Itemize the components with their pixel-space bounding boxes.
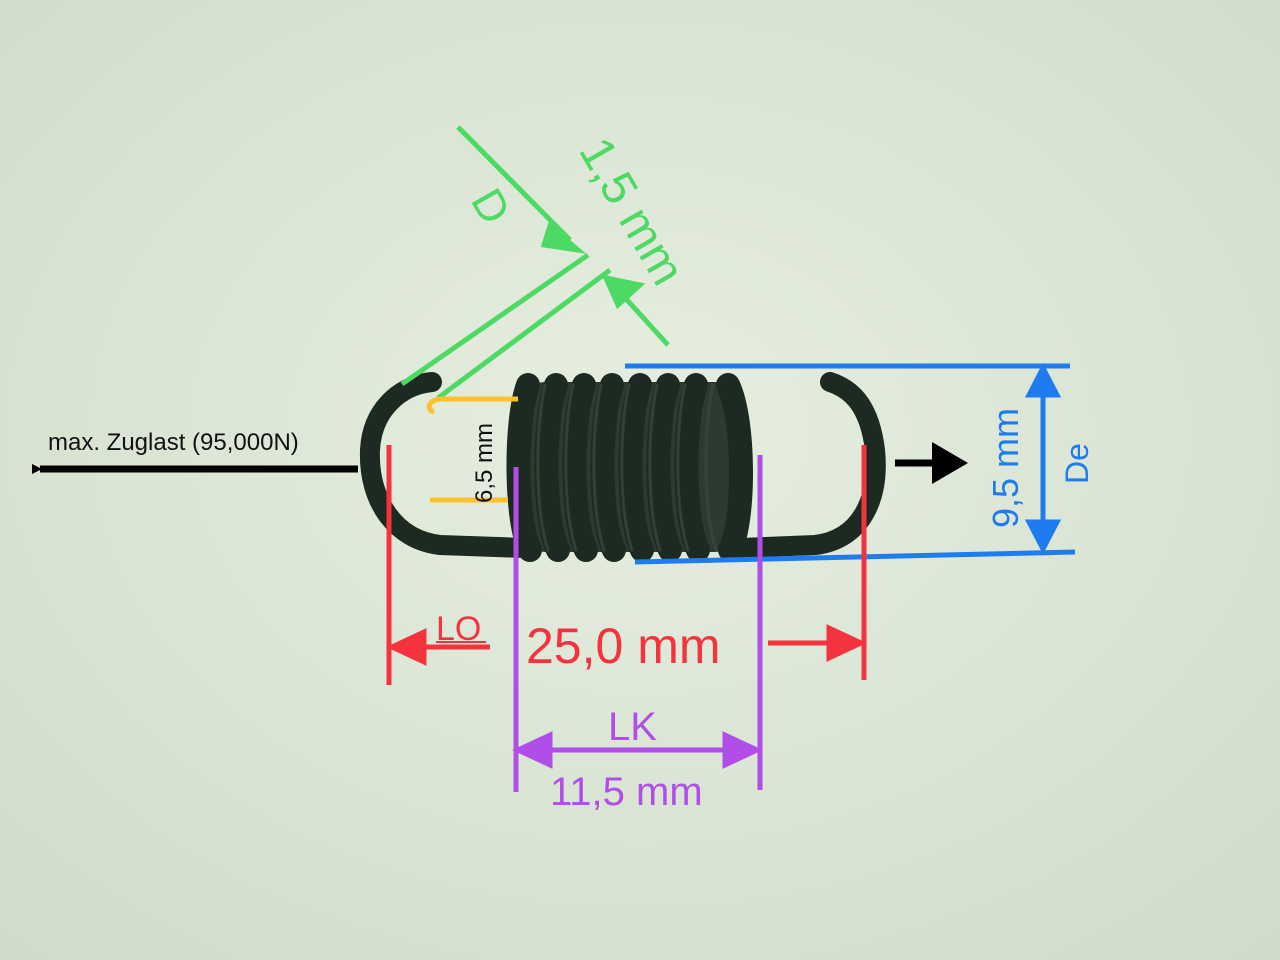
body-length-value: 11,5 mm bbox=[550, 770, 703, 814]
outer-diameter-dimension bbox=[625, 362, 1076, 565]
right-hook bbox=[730, 372, 886, 558]
body-length-symbol: LK bbox=[608, 705, 657, 749]
hook-inner-value: 6,5 mm bbox=[471, 423, 498, 503]
outer-diameter-symbol: De bbox=[1059, 443, 1095, 484]
body-length-dimension bbox=[512, 455, 763, 792]
left-hook bbox=[359, 372, 535, 558]
arrow-head-right bbox=[932, 442, 968, 484]
load-label: max. Zuglast (95,000N) bbox=[48, 429, 299, 456]
hook-inner-dimension bbox=[426, 396, 518, 503]
overall-length-value: 25,0 mm bbox=[526, 618, 721, 674]
overall-length-dimension bbox=[386, 445, 867, 685]
outer-diameter-value: 9,5 mm bbox=[985, 408, 1026, 528]
wire-diameter-dimension bbox=[400, 125, 670, 401]
load-arrows: max. Zuglast (95,000N) bbox=[32, 429, 968, 484]
